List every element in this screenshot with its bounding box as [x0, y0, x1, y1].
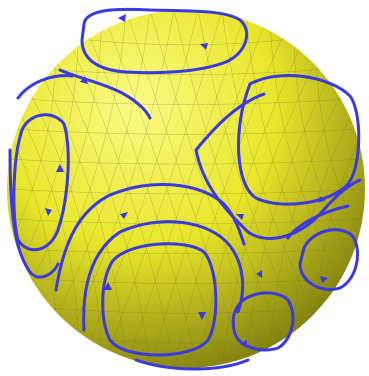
arrow-head-icon	[118, 14, 126, 22]
